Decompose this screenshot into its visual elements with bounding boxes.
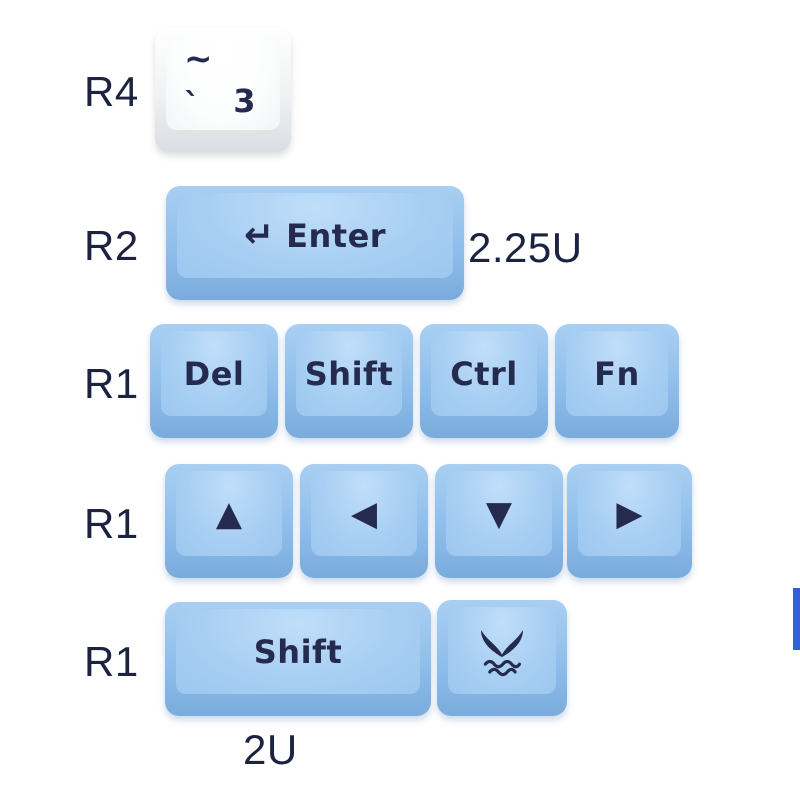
whale-key-face	[448, 607, 556, 694]
row-label-r1-arrows: R1	[84, 500, 139, 547]
shift-key: Shift	[285, 324, 413, 438]
arrow-down-icon: ▼	[485, 493, 513, 534]
shift-2u-key-face: Shift	[176, 609, 420, 694]
arrow-right-key-face: ▶	[578, 471, 681, 556]
fn-key-face: Fn	[566, 331, 668, 416]
enter-legend: Enter	[286, 216, 387, 255]
ctrl-key-face: Ctrl	[431, 331, 537, 416]
tilde-key: ~ ` 3	[155, 28, 291, 152]
row-label-r4: R4	[84, 68, 139, 115]
shift-2u-legend: Shift	[253, 632, 343, 671]
row-label-r2: R2	[84, 222, 139, 269]
del-legend: Del	[183, 354, 245, 393]
arrow-right-icon: ▶	[616, 493, 643, 534]
shift-legend: Shift	[304, 354, 394, 393]
ctrl-legend: Ctrl	[450, 354, 518, 393]
tilde-legend: ~	[184, 39, 213, 79]
arrow-down-key-face: ▼	[446, 471, 552, 556]
arrow-right-key: ▶	[567, 464, 692, 578]
whale-key	[437, 600, 567, 716]
edge-accent-line	[793, 588, 800, 650]
del-key-face: Del	[161, 331, 267, 416]
whale-tail-icon	[481, 629, 523, 676]
return-arrow-icon: ↵	[243, 215, 275, 256]
arrow-left-icon: ◀	[350, 493, 378, 534]
enter-key-face: ↵ Enter	[177, 193, 453, 278]
fn-key: Fn	[555, 324, 679, 438]
shift-key-face: Shift	[296, 331, 402, 416]
del-key: Del	[150, 324, 278, 438]
tilde-key-face: ~ ` 3	[166, 35, 280, 130]
size-note-2-25u: 2.25U	[468, 224, 583, 271]
row-label-r1-modifiers: R1	[84, 360, 139, 407]
arrow-up-icon: ▲	[215, 493, 243, 534]
ctrl-key: Ctrl	[420, 324, 548, 438]
arrow-left-key: ◀	[300, 464, 428, 578]
arrow-down-key: ▼	[435, 464, 563, 578]
three-legend: 3	[233, 82, 256, 120]
shift-2u-key: Shift	[165, 602, 431, 716]
backtick-legend: `	[184, 86, 201, 124]
arrow-left-key-face: ◀	[311, 471, 417, 556]
enter-key: ↵ Enter	[166, 186, 464, 300]
size-note-2u: 2U	[243, 726, 298, 773]
fn-legend: Fn	[594, 354, 640, 393]
row-label-r1-bottom: R1	[84, 638, 139, 685]
arrow-up-key: ▲	[165, 464, 293, 578]
arrow-up-key-face: ▲	[176, 471, 282, 556]
